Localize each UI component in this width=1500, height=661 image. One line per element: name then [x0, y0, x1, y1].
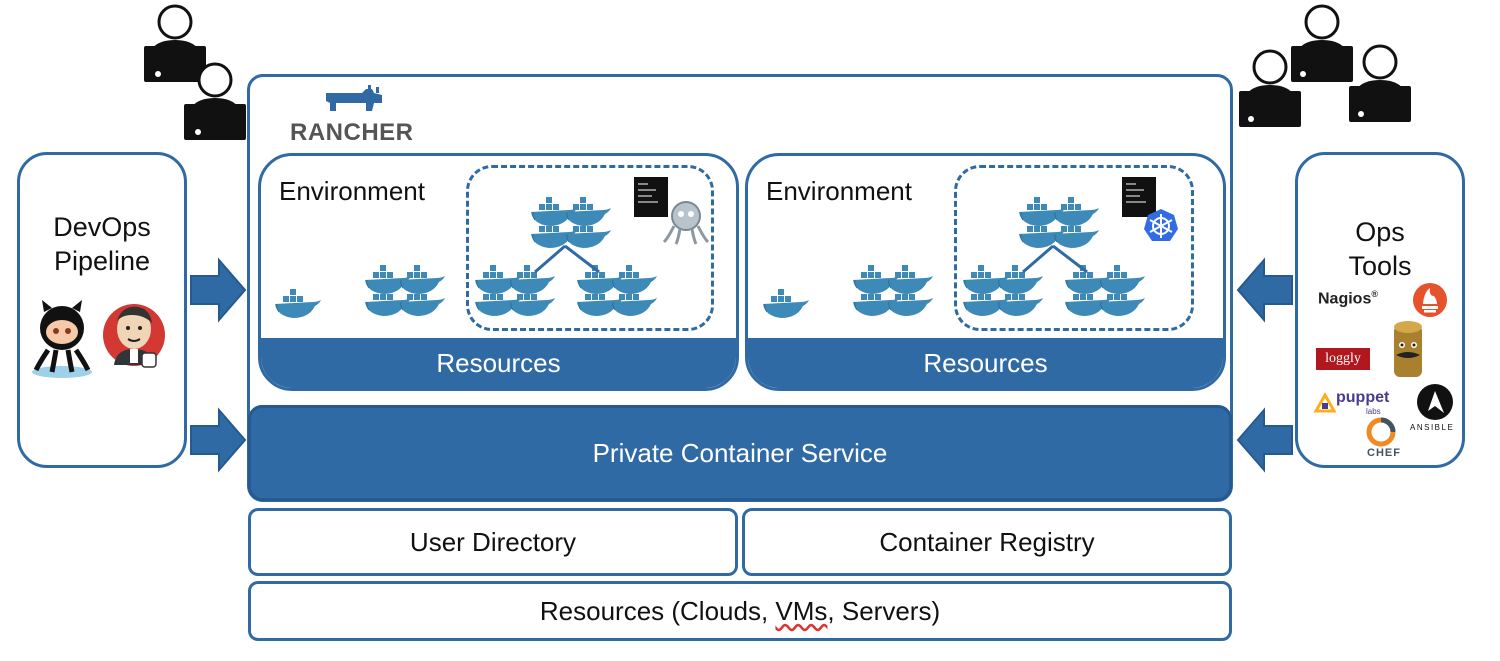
container-whales-group — [274, 188, 735, 319]
rancher-cow-icon — [326, 85, 382, 111]
environment-resources-bar: Resources — [748, 338, 1223, 388]
github-octocat-icon — [32, 300, 92, 378]
container-registry-box: Container Registry — [742, 508, 1232, 576]
vms-text: VMs — [775, 595, 828, 626]
developer-users-group — [135, 2, 255, 142]
kubernetes-wheel-icon — [1144, 209, 1178, 241]
chef-icon — [1366, 417, 1396, 447]
prometheus-icon — [1413, 283, 1447, 317]
arrow-left-icon — [1236, 407, 1293, 473]
ops-tools-title: Ops Tools — [1348, 217, 1412, 281]
devops-pipeline-title: DevOps Pipeline — [53, 212, 151, 276]
operator-user-icon — [1349, 44, 1411, 122]
private-container-service-bar: Private Container Service — [248, 405, 1232, 501]
arrow-right-icon — [190, 257, 247, 323]
developer-user-icon — [144, 4, 206, 82]
orchestration-zone — [954, 165, 1194, 331]
ansible-icon — [1417, 384, 1453, 420]
ansible-label: ANSIBLE — [1410, 423, 1455, 432]
developer-user-icon — [184, 62, 246, 140]
devops-pipeline-panel: DevOps Pipeline — [17, 152, 187, 468]
logstash-icon — [1394, 321, 1422, 377]
operator-users-group — [1232, 2, 1432, 132]
nagios-logo: Nagios® — [1318, 289, 1378, 308]
container-whales-group — [762, 188, 1223, 319]
rancher-brand: RANCHER — [290, 119, 414, 146]
infrastructure-resources-box: Resources (Clouds, VMs, Servers) — [248, 581, 1232, 641]
jenkins-icon — [103, 304, 165, 368]
loggly-logo: loggly — [1316, 348, 1370, 370]
environment-title: Environment — [279, 176, 425, 206]
puppet-logo: puppet labs — [1313, 389, 1396, 421]
user-directory-box: User Directory — [248, 508, 738, 576]
environment-title: Environment — [766, 176, 912, 206]
operator-user-icon — [1239, 49, 1301, 127]
puppet-icon — [1313, 391, 1337, 413]
environment-resources-bar: Resources — [261, 338, 736, 388]
operator-user-icon — [1291, 4, 1353, 82]
terminal-icon — [634, 177, 668, 217]
arrow-right-icon — [190, 407, 247, 473]
arrow-left-icon — [1236, 257, 1293, 323]
ops-tools-panel: Ops Tools Nagios® loggly puppet labs — [1295, 152, 1465, 468]
chef-label: CHEF — [1367, 447, 1401, 459]
terminal-icon — [1122, 177, 1156, 217]
cattle-octopus-icon — [662, 201, 710, 245]
orchestration-zone — [466, 165, 714, 331]
